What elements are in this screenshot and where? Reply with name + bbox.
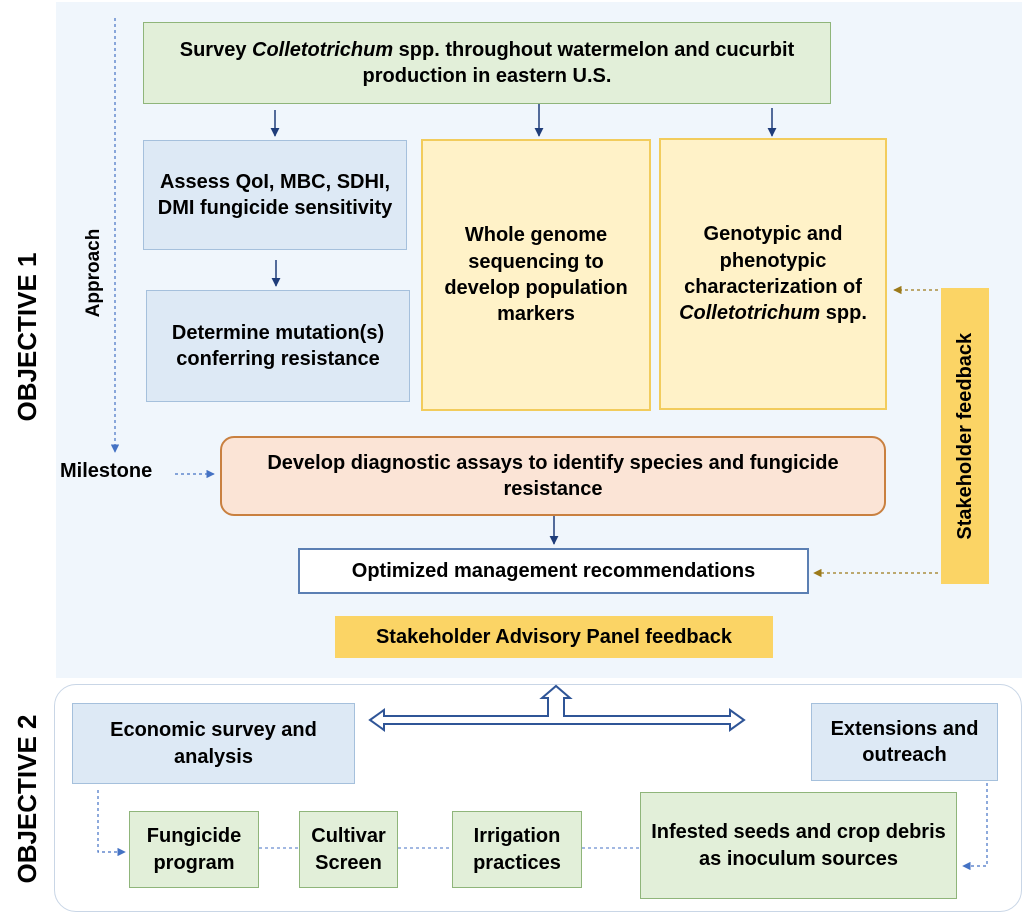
infested-seeds-box: Infested seeds and crop debris as inocul… — [640, 792, 957, 899]
fungicide-program-box: Fungicide program — [129, 811, 259, 888]
management-box: Optimized management recommendations — [298, 548, 809, 594]
genotypic-text-pre: Genotypic and phenotypic characterizatio… — [684, 223, 862, 298]
stakeholder-feedback-bar: Stakeholder feedback — [941, 288, 989, 584]
survey-text-pre: Survey — [179, 38, 252, 61]
stakeholder-feedback-label: Stakeholder feedback — [953, 332, 976, 540]
approach-label: Approach — [83, 228, 104, 318]
survey-box: Survey Colletotrichum spp. throughout wa… — [143, 22, 831, 104]
genome-box: Whole genome sequencing to develop popul… — [421, 139, 651, 411]
genotypic-text-post: spp. — [820, 302, 867, 325]
genotypic-text-italic: Colletotrichum — [679, 302, 821, 325]
survey-text-post: spp. throughout watermelon and cucurbit … — [362, 38, 795, 87]
economic-box: Economic survey and analysis — [72, 703, 355, 784]
objective-1-label: OBJECTIVE 1 — [12, 252, 42, 422]
diagnostic-box: Develop diagnostic assays to identify sp… — [220, 436, 886, 516]
genotypic-box: Genotypic and phenotypic characterizatio… — [659, 138, 887, 410]
objective-2-label: OBJECTIVE 2 — [12, 714, 42, 884]
irrigation-practices-box: Irrigation practices — [452, 811, 582, 888]
assess-box: Assess QoI, MBC, SDHI, DMI fungicide sen… — [143, 140, 407, 250]
determine-box: Determine mutation(s) conferring resista… — [146, 290, 410, 402]
cultivar-screen-box: Cultivar Screen — [299, 811, 398, 888]
advisory-panel-box: Stakeholder Advisory Panel feedback — [335, 616, 773, 658]
survey-text-italic: Colletotrichum — [252, 38, 394, 61]
extensions-box: Extensions and outreach — [811, 703, 998, 781]
milestone-label: Milestone — [60, 460, 153, 482]
